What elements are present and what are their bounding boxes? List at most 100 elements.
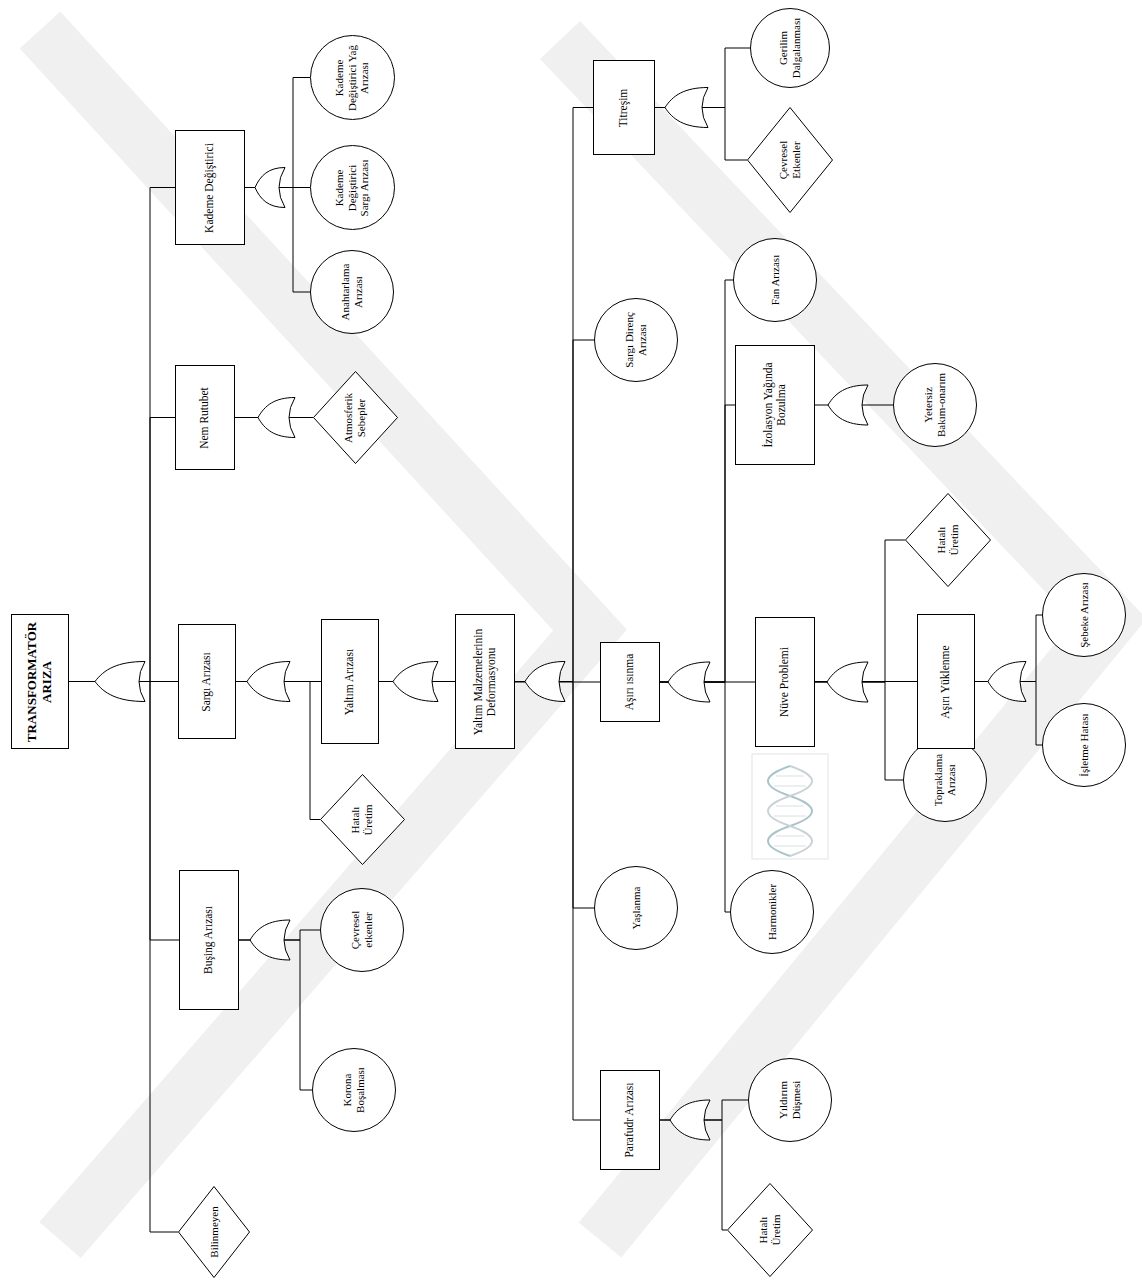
label-group: Buşing Arızası [202, 906, 215, 974]
circle-shape [310, 36, 394, 120]
label-group: Sargı Direnç Arızası [623, 307, 648, 373]
or-gate [258, 398, 295, 438]
tree-connector [69, 188, 175, 682]
label-group: İzolasyon Yağında Bozulma [762, 351, 788, 459]
label-group: Yaşlanma [630, 887, 643, 930]
event-box: Aşırı Yüklenme [917, 615, 975, 750]
tree-connector [236, 682, 320, 820]
event-box: Nem Rutubet [175, 366, 235, 471]
label-group: Bilinmeyen [208, 1206, 221, 1257]
label-group: Fan Arızası [769, 255, 782, 305]
circle-shape [311, 251, 394, 334]
undeveloped-event-diamond: Çevresel Etkenler [747, 107, 833, 213]
basic-event-circle: Gerilim Dalgalanması [750, 8, 830, 88]
label-group: Hatalı Üretim [757, 1202, 782, 1259]
helix-rungs [774, 776, 806, 846]
event-box: Yaltım Arızası [321, 620, 379, 745]
circle-shape [731, 871, 814, 954]
circle-shape [894, 364, 977, 447]
basic-event-circle: Çevresel etkenler [320, 888, 404, 972]
basic-event-circle: Şebeke Arızası [1042, 573, 1126, 657]
or-gate [393, 662, 438, 702]
node-label: İzolasyon Yağında Bozulma [762, 351, 788, 459]
circle-shape [749, 1059, 832, 1142]
or-gate [828, 385, 868, 425]
node-label: Aşırı Yüklenme [939, 645, 952, 718]
event-box: Aşırı ısınma [600, 642, 660, 722]
diamond-shape [313, 372, 397, 464]
circle-shape [313, 1049, 396, 1132]
circle-shape [321, 889, 404, 972]
label-group: Kademe Değiştirici [203, 143, 216, 233]
event-box: Buşing Arızası [179, 870, 239, 1010]
or-gate [665, 88, 708, 128]
label-group: Yaltım Malzemelerinin Deformasyonu [472, 621, 498, 744]
tree-connector [515, 108, 593, 682]
or-gate [670, 1100, 710, 1140]
basic-event-circle: İşletme Hatası [1042, 703, 1126, 787]
node-label: Nem Rutubet [198, 387, 211, 449]
diamond-shape [906, 494, 991, 587]
label-group: Gerilim Dalgalanması [777, 17, 802, 79]
diamond-shape [748, 108, 833, 213]
label-group: Titreşim [617, 89, 630, 128]
label-group: Sargı Arızası [200, 652, 213, 712]
node-label: Kademe Değiştirici Sargı Arızası [333, 155, 371, 221]
diamond-shape [728, 1184, 813, 1277]
diamond-shape [320, 775, 404, 865]
event-box: Yaltım Malzemelerinin Deformasyonu [455, 615, 515, 750]
label-group: Hatalı Üretim [349, 793, 374, 848]
node-label: Kademe Değiştirici [203, 143, 216, 233]
tree-connector [815, 540, 905, 682]
label-group: TRANSFORMATÖR ARIZA [25, 621, 55, 744]
circle-shape [751, 9, 830, 88]
tree-connector [515, 682, 600, 1121]
tree-connector [515, 682, 594, 909]
event-box: Nüve Problemi [755, 617, 815, 747]
node-label: Parafudr Arızası [623, 1082, 636, 1157]
basic-event-circle: Kademe Değiştirici Sargı Arızası [310, 146, 395, 231]
label-group: İşletme Hatası [1078, 713, 1091, 776]
or-gate [827, 662, 868, 702]
node-label: Sargı Arızası [200, 652, 213, 712]
basic-event-circle: Kademe Değiştirici Yağ Arızası [310, 36, 395, 121]
label-group: Harmonikler [766, 884, 779, 940]
or-gate [668, 662, 710, 702]
event-box: Parafudr Arızası [600, 1070, 660, 1170]
node-label: Çevresel etkenler [349, 897, 374, 963]
node-label: Bilinmeyen [208, 1206, 221, 1257]
circle-shape [595, 299, 678, 382]
basic-event-circle: Yaşlanma [594, 866, 678, 950]
tree-connector [69, 682, 178, 1233]
circle-shape [310, 146, 394, 230]
event-box: Sargı Arızası [178, 625, 236, 740]
node-label: Çevresel Etkenler [777, 128, 802, 192]
or-gate [247, 662, 290, 702]
circle-shape [904, 739, 987, 822]
node-label: Fan Arızası [769, 255, 782, 305]
node-label: Titreşim [617, 89, 630, 128]
sine-wave [768, 766, 812, 856]
node-label: Korona Boşalması [341, 1057, 366, 1123]
node-label: Kademe Değiştirici Yağ Arızası [333, 45, 371, 111]
node-label: Topraklama Arızası [932, 747, 957, 813]
node-label: Atmosferik Sebepler [342, 390, 367, 446]
event-box: Titreşim [593, 61, 655, 156]
label-group: Kademe Değiştirici Yağ Arızası [333, 45, 371, 111]
or-gate [250, 920, 290, 960]
or-gate [255, 168, 285, 208]
circle-shape [595, 867, 678, 950]
node-label: Hatalı Üretim [935, 512, 960, 569]
node-label: İşletme Hatası [1078, 713, 1091, 776]
node-label: Yetersiz Bakım-onarım [922, 372, 947, 438]
label-group: Yaltım Arızası [343, 649, 356, 715]
event-box: İzolasyon Yağında Bozulma [735, 345, 815, 465]
basic-event-circle: Harmonikler [730, 870, 814, 954]
basic-event-circle: Korona Boşalması [312, 1048, 396, 1132]
basic-event-circle: Topraklama Arızası [903, 738, 987, 822]
node-label: Yıldırım Düşmesi [777, 1067, 802, 1133]
node-label: Şebeke Arızası [1078, 582, 1091, 648]
or-gate [95, 662, 145, 702]
label-group: Nüve Problemi [778, 647, 791, 717]
